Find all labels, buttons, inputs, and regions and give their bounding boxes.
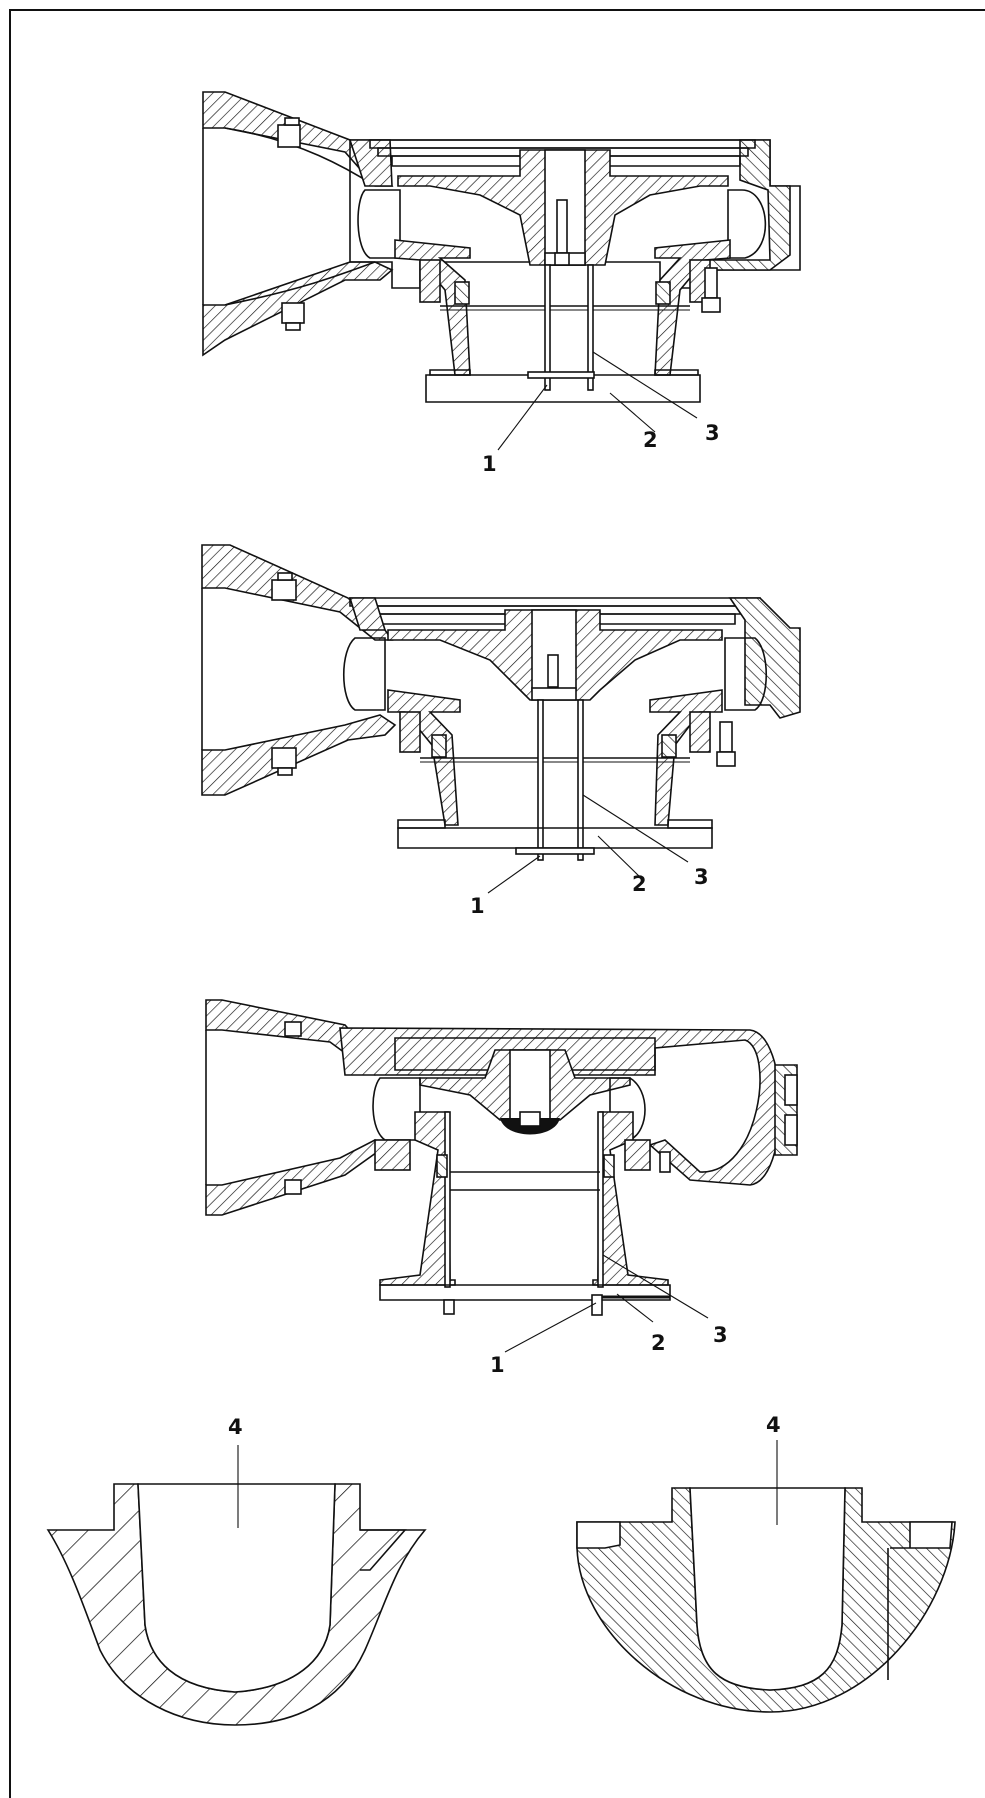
callout-3: 3	[705, 421, 720, 445]
callout-1: 1	[490, 1353, 505, 1377]
detail-right-fine-hatch: 4	[576, 1413, 956, 1713]
pump-view-2: 1 2 3	[201, 544, 801, 918]
detail-left-wide-hatch: 4	[46, 1415, 427, 1726]
pump-view-3: 1 2 3	[205, 999, 798, 1377]
callout-3: 3	[713, 1323, 728, 1347]
callout-1: 1	[482, 452, 497, 476]
pump-view-1: 1 2 3	[202, 91, 801, 476]
callout-1: 1	[470, 894, 485, 918]
callout-3: 3	[694, 865, 709, 889]
callout-4: 4	[228, 1415, 243, 1439]
callout-2: 2	[643, 428, 658, 452]
callout-2: 2	[632, 872, 647, 896]
drawing-frame	[9, 9, 985, 1798]
callout-4: 4	[766, 1413, 781, 1437]
callout-2: 2	[651, 1331, 666, 1355]
